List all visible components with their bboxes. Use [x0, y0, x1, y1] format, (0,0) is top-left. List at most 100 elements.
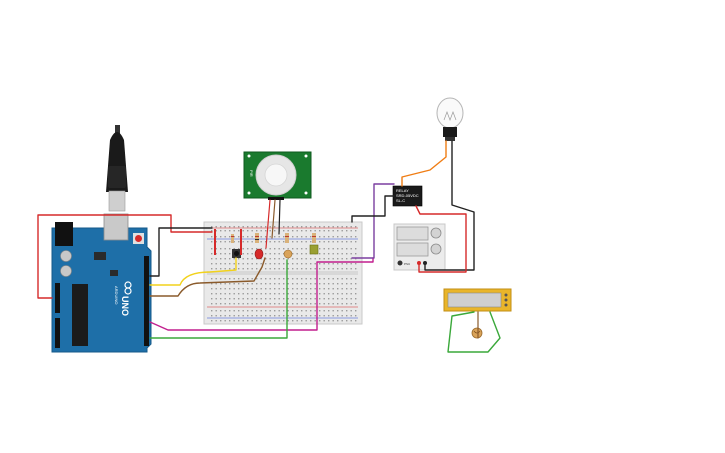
photoresistor[interactable]	[283, 249, 293, 259]
breadboard-hole	[287, 288, 289, 290]
wire-pir-vcc[interactable]	[265, 199, 271, 249]
breadboard-hole	[310, 315, 312, 317]
breadboard-hole	[265, 248, 267, 250]
breadboard-hole	[337, 310, 339, 312]
breadboard-hole	[346, 315, 348, 317]
breadboard-hole	[350, 315, 352, 317]
breadboard-hole	[211, 278, 213, 280]
breadboard-hole	[323, 288, 325, 290]
breadboard-hole	[296, 263, 298, 265]
breadboard-hole	[319, 288, 321, 290]
breadboard-hole	[310, 303, 312, 305]
wire-pir-gnd[interactable]	[278, 199, 281, 235]
wire-purple[interactable]	[351, 183, 395, 259]
resistor[interactable]	[285, 233, 289, 243]
breadboard-hole	[251, 230, 253, 232]
breadboard-hole	[211, 258, 213, 260]
usb-connector	[108, 190, 126, 212]
wire-relay-psu[interactable]	[415, 205, 467, 273]
breadboard-hole	[350, 253, 352, 255]
breadboard-hole	[350, 236, 352, 238]
breadboard-hole	[215, 315, 217, 317]
wire-relay-gnd[interactable]	[351, 195, 395, 223]
breadboard-hole	[332, 236, 334, 238]
breadboard-hole	[229, 263, 231, 265]
breadboard-hole	[292, 236, 294, 238]
breadboard-hole	[260, 298, 262, 300]
breadboard-hole	[319, 253, 321, 255]
wire-gnd[interactable]	[149, 227, 213, 277]
wire-5v[interactable]	[37, 214, 213, 299]
breadboard-hole	[323, 315, 325, 317]
breadboard-hole	[292, 226, 294, 228]
breadboard-hole	[319, 263, 321, 265]
breadboard-hole	[296, 258, 298, 260]
usb-cable[interactable]	[106, 125, 128, 212]
breadboard-hole	[328, 298, 330, 300]
resistor[interactable]	[312, 233, 316, 243]
wire-orange[interactable]	[401, 140, 447, 187]
uno-logo: UNO	[120, 296, 130, 316]
push-button[interactable]	[232, 249, 241, 258]
wire-lcd-green[interactable]	[447, 311, 501, 353]
breadboard-hole	[319, 226, 321, 228]
pir-sensor[interactable]: PIR	[243, 151, 312, 200]
breadboard-hole	[238, 298, 240, 300]
breadboard-hole	[224, 268, 226, 270]
light-sensor[interactable]	[471, 327, 483, 339]
breadboard-hole	[251, 293, 253, 295]
breadboard-hole	[350, 298, 352, 300]
breadboard-hole	[247, 310, 249, 312]
breadboard-hole	[229, 315, 231, 317]
power-supply[interactable]: PSU	[393, 223, 446, 271]
breadboard-hole	[224, 230, 226, 232]
breadboard-hole	[328, 320, 330, 322]
breadboard-hole	[256, 278, 258, 280]
breadboard-hole	[301, 236, 303, 238]
breadboard[interactable]	[203, 221, 363, 325]
breadboard-hole	[332, 298, 334, 300]
breadboard-hole	[211, 310, 213, 312]
breadboard-hole	[269, 303, 271, 305]
wire-bulb-return[interactable]	[424, 140, 475, 271]
breadboard-hole	[260, 236, 262, 238]
breadboard-hole	[265, 310, 267, 312]
breadboard-hole	[350, 263, 352, 265]
breadboard-hole	[346, 320, 348, 322]
breadboard-hole	[332, 253, 334, 255]
resistor[interactable]	[231, 234, 234, 243]
yellow-led[interactable]	[309, 244, 319, 255]
breadboard-hole	[256, 320, 258, 322]
lcd-screen	[447, 292, 502, 308]
breadboard-hole	[247, 268, 249, 270]
breadboard-hole	[211, 303, 213, 305]
breadboard-hole	[229, 298, 231, 300]
breadboard-hole	[305, 303, 307, 305]
light-bulb[interactable]	[436, 97, 464, 141]
breadboard-hole	[323, 230, 325, 232]
relay-module[interactable]: RELAY SRD-05VDC SL-C	[392, 185, 423, 207]
resistor[interactable]	[255, 233, 259, 243]
breadboard-hole	[292, 310, 294, 312]
wire-brown[interactable]	[149, 257, 266, 297]
wire-yellow[interactable]	[149, 257, 237, 286]
wire-pir-out[interactable]	[271, 199, 276, 239]
arduino-uno-board[interactable]: UNO ARDUINO	[51, 213, 152, 353]
breadboard-hole	[319, 303, 321, 305]
breadboard-hole	[305, 320, 307, 322]
lcd-display[interactable]	[443, 288, 512, 312]
breadboard-hole	[224, 263, 226, 265]
breadboard-hole	[269, 283, 271, 285]
breadboard-hole	[256, 263, 258, 265]
breadboard-hole	[341, 320, 343, 322]
breadboard-hole	[323, 226, 325, 228]
breadboard-hole	[296, 241, 298, 243]
wire-green[interactable]	[149, 259, 288, 339]
breadboard-hole	[323, 268, 325, 270]
red-led[interactable]	[254, 248, 264, 260]
breadboard-hole	[283, 258, 285, 260]
breadboard-hole	[269, 320, 271, 322]
breadboard-hole	[224, 241, 226, 243]
wire-magenta[interactable]	[149, 257, 374, 331]
